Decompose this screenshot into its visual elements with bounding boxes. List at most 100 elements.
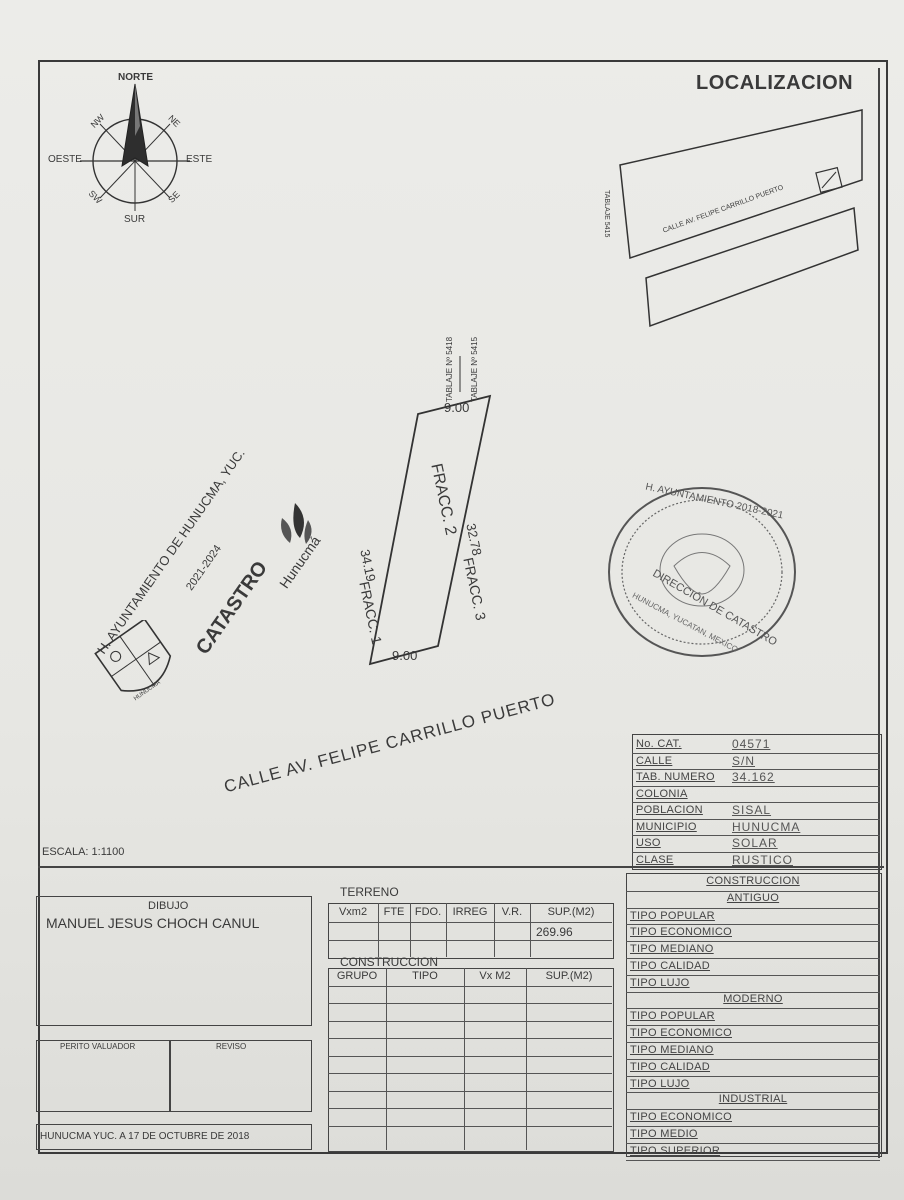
construccion-row-line	[328, 1073, 612, 1074]
date-box	[36, 1124, 312, 1150]
construction-type-line	[626, 1075, 880, 1077]
construccion-row-line	[328, 1020, 612, 1022]
construction-type-item: TIPO ECONOMICO	[630, 926, 732, 939]
info-row-label: CLASE	[636, 853, 674, 866]
terreno-table	[328, 903, 614, 959]
construccion-header: Vx M2	[479, 970, 511, 982]
construccion-row-line	[328, 1055, 612, 1057]
construction-type-line	[626, 1008, 880, 1010]
catastro-stamp: HUNUCMA H. AYUNTAMIENTO DE HUNUCMA, YUC.…	[80, 446, 360, 730]
construction-type-line	[626, 907, 880, 909]
construction-type-line	[626, 1159, 880, 1161]
construccion-header: TIPO	[412, 970, 438, 982]
construction-type-line	[626, 1092, 880, 1094]
terreno-col-line	[378, 903, 379, 957]
info-row-line	[632, 818, 880, 820]
construction-type-item: TIPO MEDIANO	[630, 1044, 714, 1056]
info-row-line	[632, 785, 880, 787]
info-row-label: No. CAT.	[636, 738, 682, 750]
compass-north: NORTE	[118, 72, 153, 83]
construction-type-line	[626, 1109, 880, 1111]
construccion-row-line	[328, 1108, 612, 1109]
info-row-line	[632, 851, 880, 853]
construccion-title: CONSTRUCCION	[340, 955, 438, 969]
construccion-row-line	[328, 1003, 612, 1004]
terreno-col-line	[410, 903, 411, 957]
tablaje-right-label: TABLAJE Nº 5415	[470, 336, 479, 402]
construccion-table	[328, 968, 614, 1152]
construction-type-item: TIPO LUJO	[630, 1077, 690, 1090]
reviso-box	[170, 1040, 312, 1112]
round-seal-icon	[608, 487, 796, 657]
construction-type-item: TIPO CALIDAD	[630, 1060, 711, 1073]
construccion-row-line	[328, 1090, 612, 1092]
info-row-line	[632, 835, 880, 836]
stamp-period: 2021-2024	[184, 542, 225, 593]
terreno-row-line	[328, 922, 612, 923]
info-row-label: POBLACION	[636, 804, 703, 816]
info-row-value: 34.162	[732, 770, 775, 784]
construction-type-line	[626, 941, 880, 943]
info-row-line	[632, 802, 880, 803]
construction-type-heading: INDUSTRIAL	[718, 1093, 788, 1106]
perito-box	[36, 1040, 170, 1112]
construction-type-line	[626, 1042, 880, 1043]
construction-type-line	[626, 974, 880, 976]
construction-type-line	[626, 1025, 880, 1027]
localization-map-drawing	[619, 109, 863, 328]
compass-west: OESTE	[48, 154, 82, 165]
direccion-catastro-seal: H. AYUNTAMIENTO 2018-2021 DIRECCIÓN DE C…	[604, 482, 800, 660]
scale-label: ESCALA: 1:1100	[42, 846, 125, 858]
terreno-header: SUP.(M2)	[547, 906, 595, 918]
date-footer: HUNUCMA YUC. A 17 DE OCTUBRE DE 2018	[40, 1131, 250, 1142]
info-row-value: SISAL	[732, 803, 772, 817]
construction-type-item: TIPO SUPERIOR	[630, 1144, 721, 1157]
info-row-value: RUSTICO	[732, 852, 793, 867]
perito-label: PERITO VALUADOR	[60, 1042, 136, 1051]
terreno-col-line	[530, 903, 531, 957]
terreno-col-line	[494, 903, 495, 957]
terreno-title: TERRENO	[340, 885, 399, 899]
plot-top-dim: 9.00	[444, 400, 470, 415]
plot-lot-drawing	[368, 356, 492, 666]
construction-type-item: TIPO POPULAR	[630, 1010, 715, 1023]
construccion-col-line	[386, 968, 387, 1150]
construction-type-line	[626, 1126, 880, 1127]
terreno-row-line	[328, 940, 612, 941]
construccion-col-line	[526, 968, 527, 1150]
info-row-label: COLONIA	[636, 787, 688, 800]
construction-type-line	[626, 1142, 880, 1144]
drawing-box	[36, 896, 312, 1026]
terreno-header: FDO.	[414, 906, 442, 918]
info-row-value: S/N	[732, 753, 756, 768]
plot-drawing: TABLAJE Nº 5418 TABLAJE Nº 5415 9.00 9.0…	[300, 290, 560, 690]
hunucma-flame-logo-icon	[281, 503, 312, 544]
info-row-line	[632, 752, 880, 754]
bottom-divider	[38, 866, 884, 868]
construction-type-heading: ANTIGUO	[726, 891, 780, 904]
construction-type-heading: CONSTRUCCION	[706, 875, 800, 887]
terreno-sup-value: 269.96	[536, 925, 573, 939]
info-row-value: 04571	[732, 737, 771, 751]
construccion-col-line	[464, 968, 465, 1150]
construction-type-item: TIPO MEDIANO	[630, 943, 714, 956]
terreno-header: Vxm2	[338, 906, 368, 918]
construction-type-line	[626, 991, 880, 993]
compass-south: SUR	[124, 214, 146, 225]
localization-map: CALLE AV. FELIPE CARRILLO PUERTO TABLAJE…	[600, 100, 880, 340]
info-row-line	[632, 769, 880, 770]
drawing-frame	[38, 60, 888, 1154]
reviso-label: REVISO	[216, 1042, 247, 1051]
construction-type-line	[626, 890, 880, 892]
terreno-header: FTE	[383, 906, 405, 918]
construccion-header: SUP.(M2)	[545, 970, 593, 982]
compass-east: ESTE	[186, 154, 213, 165]
localization-tablaje: TABLAJE 5415	[603, 190, 610, 238]
construction-type-heading: MODERNO	[723, 992, 783, 1005]
plot-bottom-dim: 9.00	[392, 648, 418, 663]
compass-rose-icon	[80, 83, 190, 211]
construccion-row-line	[328, 1038, 612, 1039]
municipal-shield-icon	[94, 620, 172, 692]
tablaje-left-label: TABLAJE Nº 5418	[445, 336, 454, 402]
